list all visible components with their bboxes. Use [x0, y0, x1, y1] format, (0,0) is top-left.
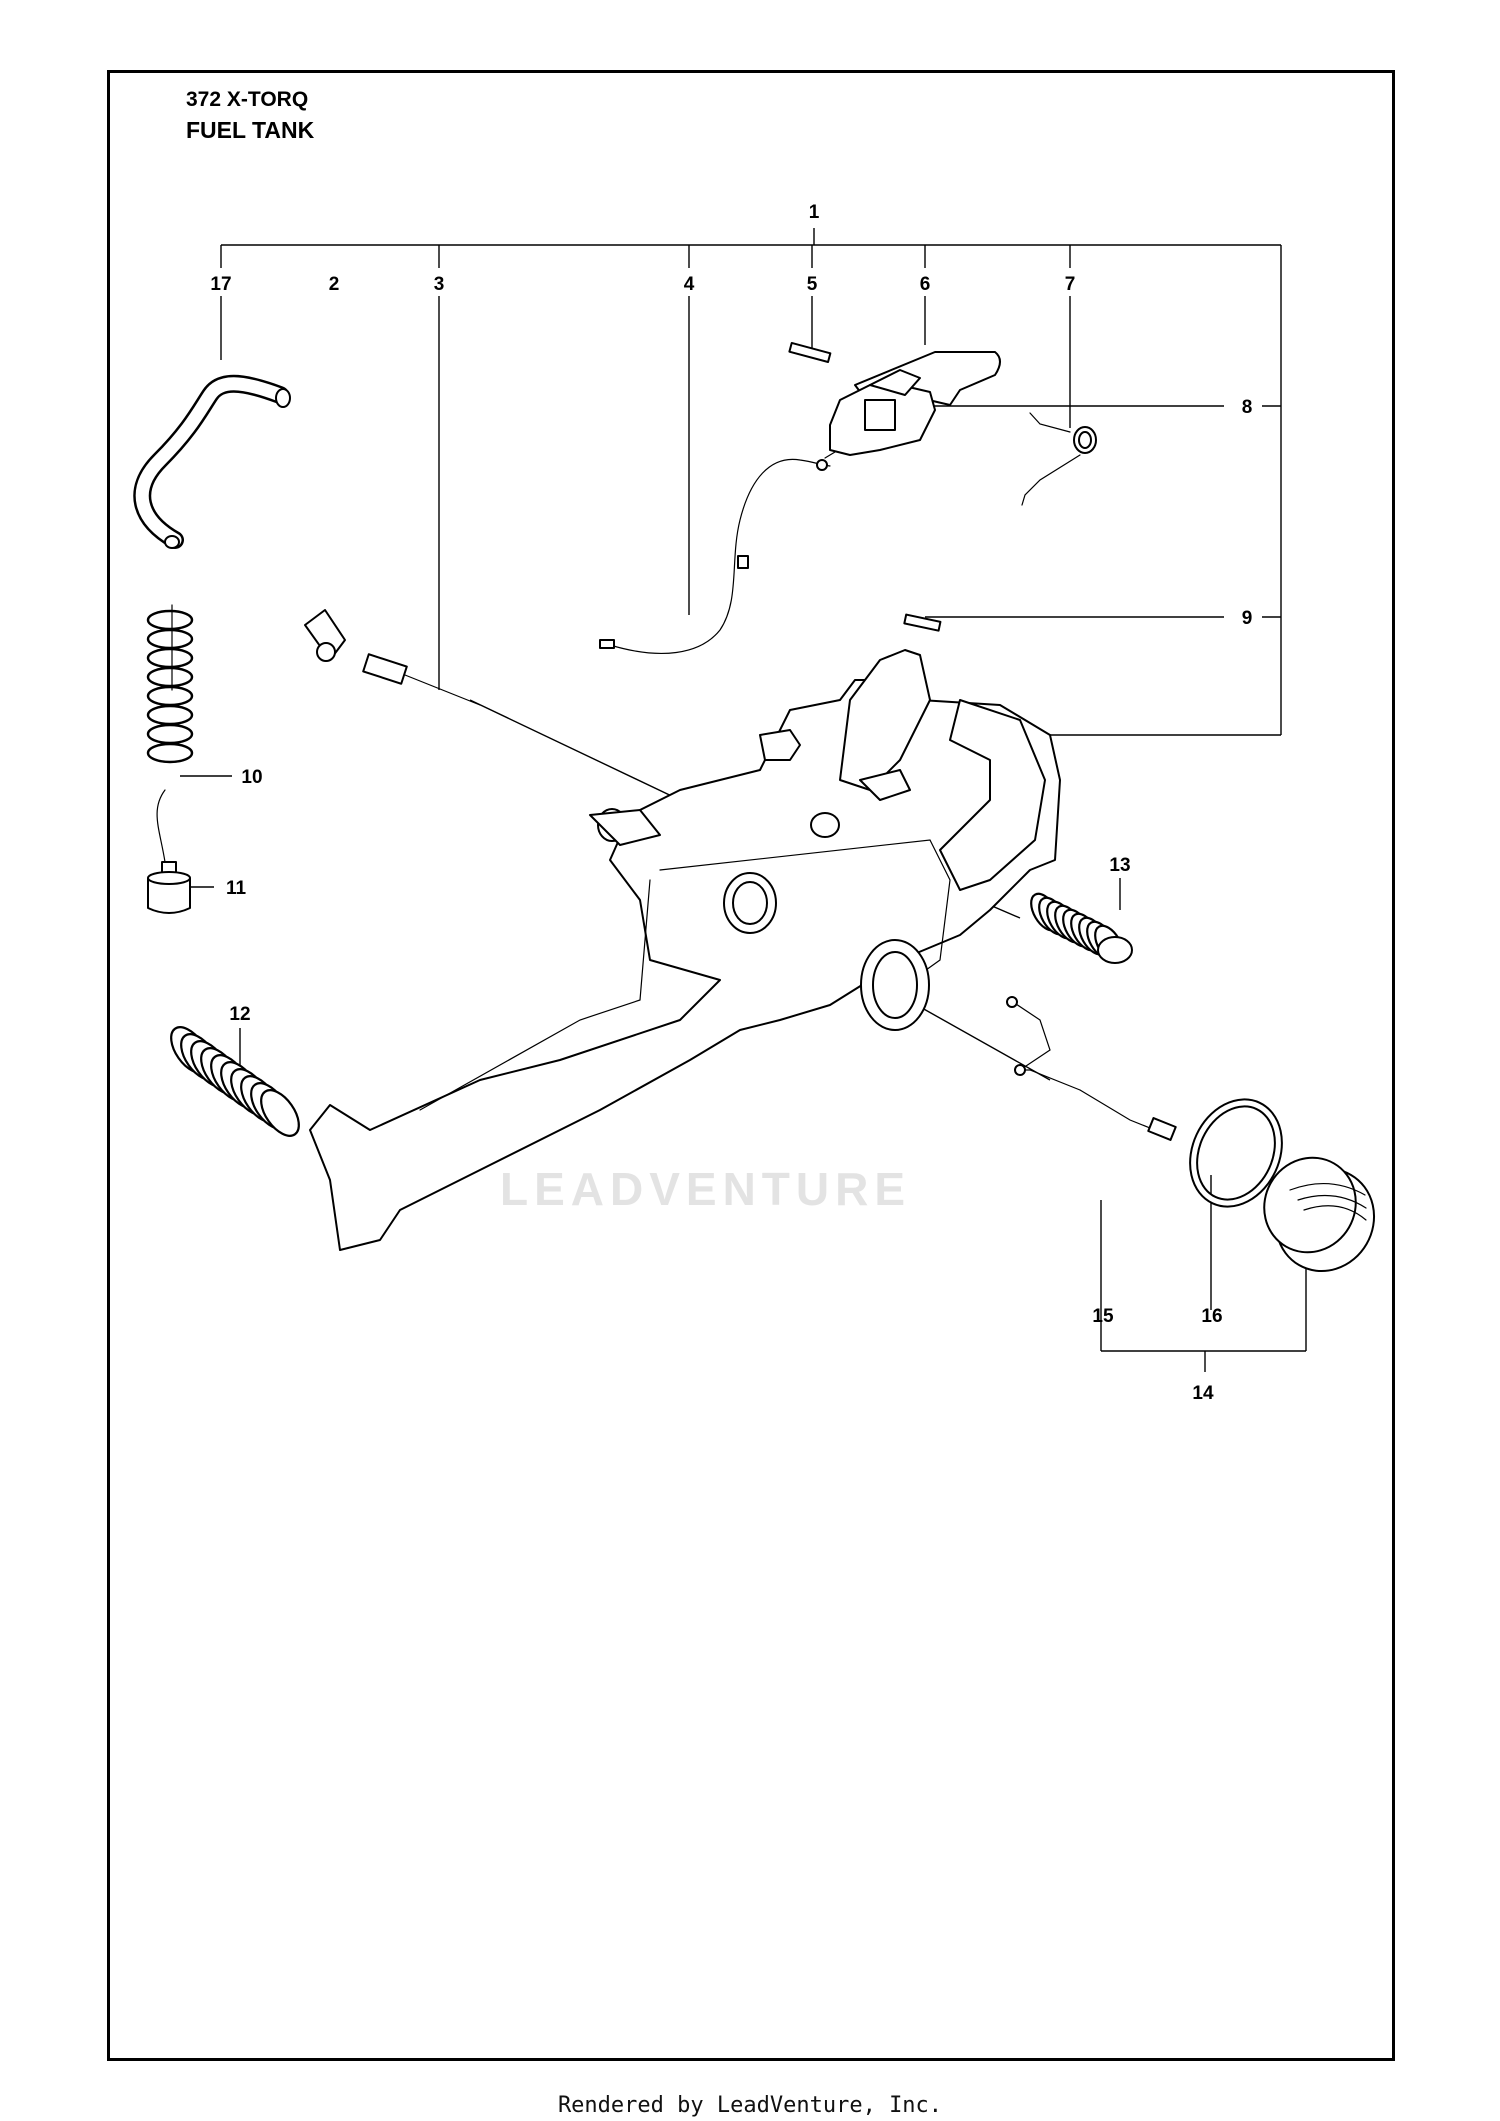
- callout-10: 10: [241, 767, 262, 788]
- section-title: FUEL TANK: [186, 117, 315, 143]
- callout-8: 8: [1242, 397, 1253, 418]
- callout-1: 1: [809, 202, 820, 223]
- cap-strap-part: [1006, 996, 1177, 1141]
- leader-lines: [180, 228, 1307, 1372]
- anti-vibration-spring-13: [1030, 892, 1133, 964]
- callout-12: 12: [229, 1004, 250, 1025]
- callout-2: 2: [329, 274, 340, 295]
- pin-part-2: [903, 613, 942, 632]
- callout-16: 16: [1201, 1306, 1222, 1327]
- callout-14: 14: [1192, 1383, 1214, 1404]
- anti-vibration-spring-12: [170, 1026, 300, 1137]
- callout-3: 3: [434, 274, 445, 295]
- callout-7: 7: [1065, 274, 1076, 295]
- watermark: LEADVENTURE: [500, 1163, 911, 1215]
- model-title: 372 X-TORQ: [186, 88, 309, 111]
- fuel-filter-part: [147, 861, 191, 914]
- callout-5: 5: [807, 274, 818, 295]
- callout-11: 11: [226, 878, 247, 899]
- fuel-hose-part: [133, 374, 291, 549]
- fuel-line-coil-part: [146, 604, 194, 863]
- fuel-tank-body: [309, 649, 1061, 1251]
- o-ring-part: [1189, 1098, 1283, 1208]
- throttle-cable-part: [599, 458, 831, 654]
- callout-4: 4: [684, 274, 695, 295]
- callout-labels: 1 2 3 4 5 6 7 8 9 10 11 12 13 14 15 16 1…: [210, 202, 1252, 1404]
- choke-rod-part: [304, 609, 481, 706]
- callout-9: 9: [1242, 608, 1253, 629]
- callout-13: 13: [1109, 855, 1130, 876]
- trigger-lockout-part: [824, 369, 936, 459]
- callout-6: 6: [920, 274, 931, 295]
- trigger-spring-part: [1021, 412, 1097, 506]
- diagram-frame: [107, 70, 1395, 2061]
- pin-part: [788, 341, 832, 364]
- callout-15: 15: [1092, 1306, 1114, 1327]
- callout-17: 17: [210, 274, 231, 295]
- footer-credit: Rendered by LeadVenture, Inc.: [557, 2093, 943, 2118]
- fuel-cap-part: [1263, 1156, 1376, 1273]
